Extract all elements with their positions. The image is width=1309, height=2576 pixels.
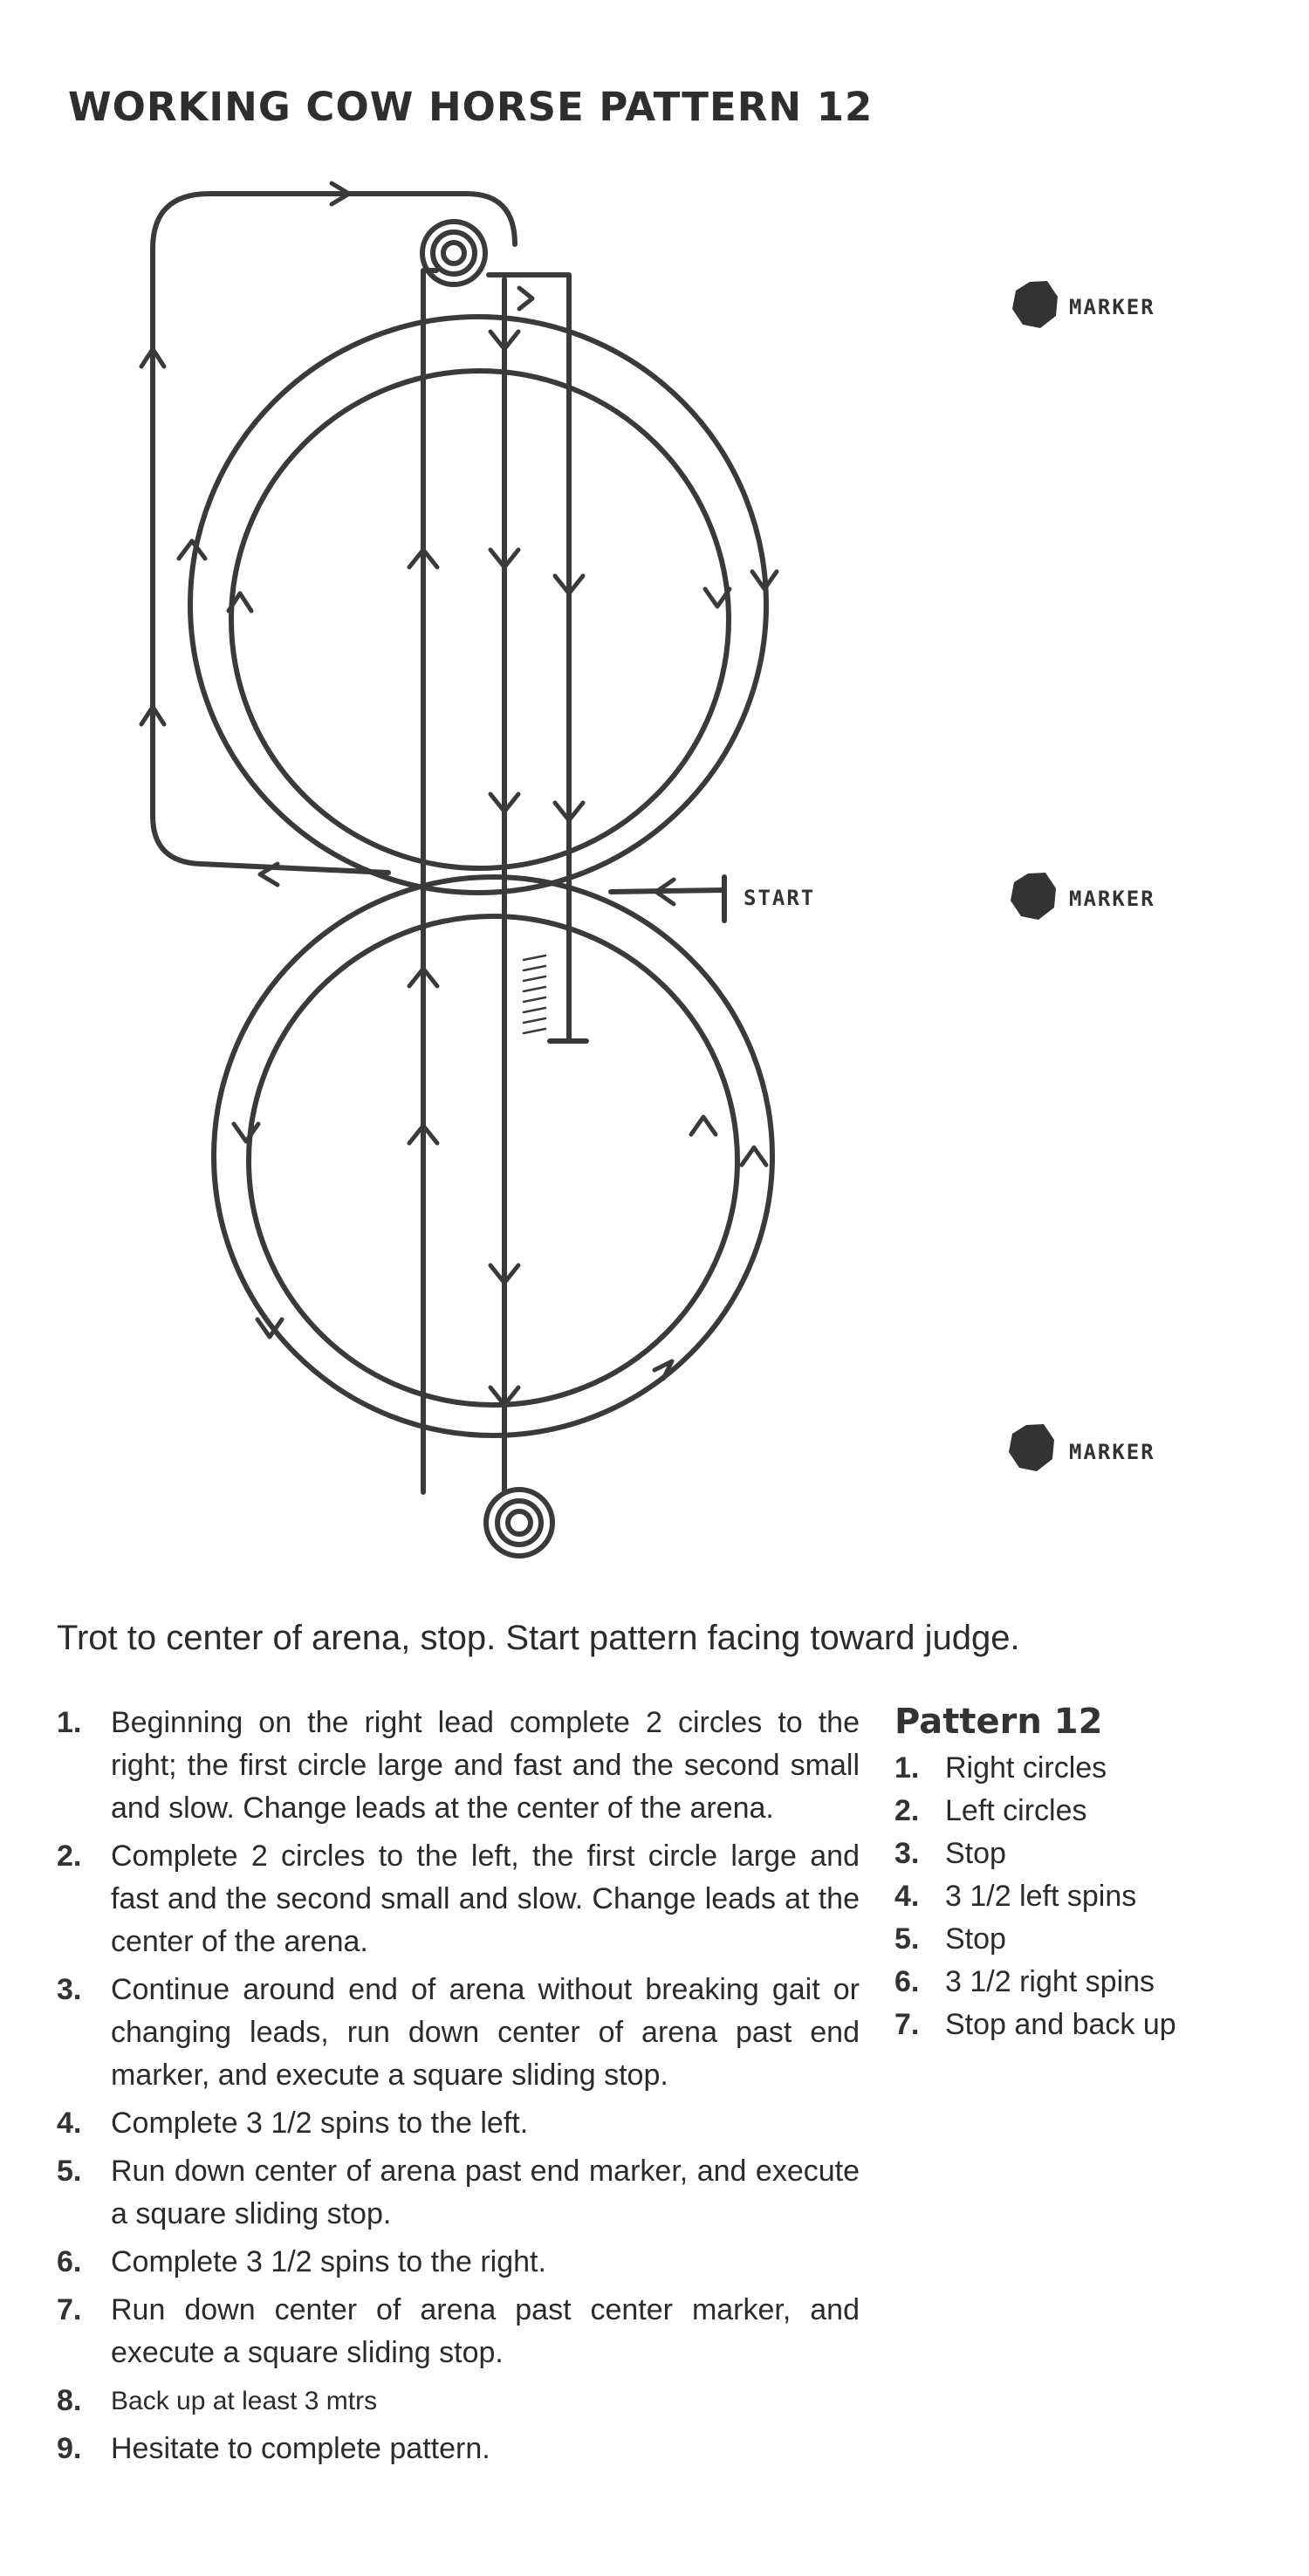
marker-bottom-icon [1009, 1424, 1054, 1471]
bottom-small-circle [246, 914, 740, 1408]
pattern-summary: Pattern 12 1. Right circles 2. Left circle… [894, 1702, 1278, 2046]
direction-arrows [139, 181, 779, 1408]
center-run-left [421, 268, 439, 1495]
summary-list: 1. Right circles 2. Left circles 3. Stop 4.… [894, 1747, 1278, 2046]
marker-top-label: MARKER [1069, 295, 1155, 319]
marker-middle: MARKER [1011, 873, 1155, 920]
step-text: Complete 3 1/2 spins to the left. [111, 2107, 529, 2140]
summary-number: 6. [894, 1965, 920, 1998]
pattern-steps: 1. Beginning on the right lead complete 2… [57, 1702, 860, 2476]
step-number: 2. [57, 1840, 82, 1873]
summary-text: Stop and back up [945, 2008, 1176, 2041]
step-item: 6. Complete 3 1/2 spins to the right. [57, 2241, 860, 2284]
step-number: 8. [57, 2384, 82, 2417]
center-run-right [486, 272, 572, 1043]
start-label: START [744, 886, 815, 910]
summary-number: 5. [894, 1922, 920, 1956]
summary-text: Right circles [945, 1751, 1107, 1785]
step-item: 2. Complete 2 circles to the left, the fi… [57, 1835, 860, 1963]
step-text: Run down center of arena past end marker… [111, 2155, 860, 2230]
outer-return-path [150, 191, 517, 875]
pattern-diagram: MARKER MARKER MARKER START [139, 181, 1155, 1559]
step-text: Continue around end of arena without bre… [111, 1973, 860, 2092]
bottom-spin-spiral [483, 1487, 555, 1559]
step-number: 5. [57, 2155, 82, 2188]
step-number: 4. [57, 2107, 82, 2140]
summary-item: 7. Stop and back up [894, 2004, 1278, 2046]
marker-bottom-label: MARKER [1069, 1440, 1155, 1464]
summary-number: 2. [894, 1794, 920, 1827]
intro-text: Trot to center of arena, stop. Start pat… [57, 1619, 1020, 1657]
summary-item: 6. 3 1/2 right spins [894, 1961, 1278, 2004]
summary-number: 1. [894, 1751, 920, 1785]
summary-item: 3. Stop [894, 1833, 1278, 1875]
summary-item: 1. Right circles [894, 1747, 1278, 1790]
summary-number: 3. [894, 1837, 920, 1870]
pattern-title: WORKING COW HORSE PATTERN 12 [68, 84, 874, 130]
step-text: Hesitate to complete pattern. [111, 2432, 490, 2465]
summary-number: 4. [894, 1880, 920, 1913]
summary-text: Stop [945, 1837, 1006, 1870]
summary-number: 7. [894, 2008, 920, 2041]
marker-top-icon [1012, 281, 1058, 328]
marker-middle-icon [1011, 873, 1056, 920]
step-number: 3. [57, 1973, 82, 2006]
marker-bottom: MARKER [1009, 1424, 1155, 1471]
top-small-circle [229, 368, 731, 871]
summary-text: Left circles [945, 1794, 1087, 1827]
top-spin-spiral [420, 219, 488, 287]
marker-top: MARKER [1012, 281, 1155, 328]
summary-item: 5. Stop [894, 1918, 1278, 1961]
summary-text: 3 1/2 left spins [945, 1880, 1137, 1913]
step-item: 4. Complete 3 1/2 spins to the left. [57, 2102, 860, 2145]
step-number: 9. [57, 2432, 82, 2465]
step-item: 1. Beginning on the right lead complete 2… [57, 1702, 860, 1830]
bottom-large-circle [211, 874, 775, 1438]
start-line [608, 887, 727, 894]
step-number: 1. [57, 1706, 82, 1739]
step-item: 9. Hesitate to complete pattern. [57, 2428, 860, 2470]
step-text: Beginning on the right lead complete 2 c… [111, 1706, 860, 1825]
step-text: Complete 3 1/2 spins to the right. [111, 2245, 546, 2278]
top-large-circle [188, 314, 769, 895]
summary-item: 2. Left circles [894, 1790, 1278, 1833]
sliding-stop-marks [522, 954, 547, 1035]
step-item: 5. Run down center of arena past end mark… [57, 2150, 860, 2236]
step-number: 7. [57, 2293, 82, 2326]
step-text: Run down center of arena past center mar… [111, 2293, 860, 2369]
step-item: 8. Back up at least 3 mtrs [57, 2380, 860, 2422]
summary-text: 3 1/2 right spins [945, 1965, 1155, 1998]
step-item: 7. Run down center of arena past center m… [57, 2289, 860, 2374]
summary-item: 4. 3 1/2 left spins [894, 1875, 1278, 1918]
step-text: Back up at least 3 mtrs [111, 2387, 378, 2415]
marker-middle-label: MARKER [1069, 887, 1155, 911]
step-item: 3. Continue around end of arena without b… [57, 1969, 860, 2097]
summary-text: Stop [945, 1922, 1006, 1956]
summary-heading: Pattern 12 [894, 1702, 1103, 1742]
step-text: Complete 2 circles to the left, the firs… [111, 1840, 860, 1958]
step-number: 6. [57, 2245, 82, 2278]
